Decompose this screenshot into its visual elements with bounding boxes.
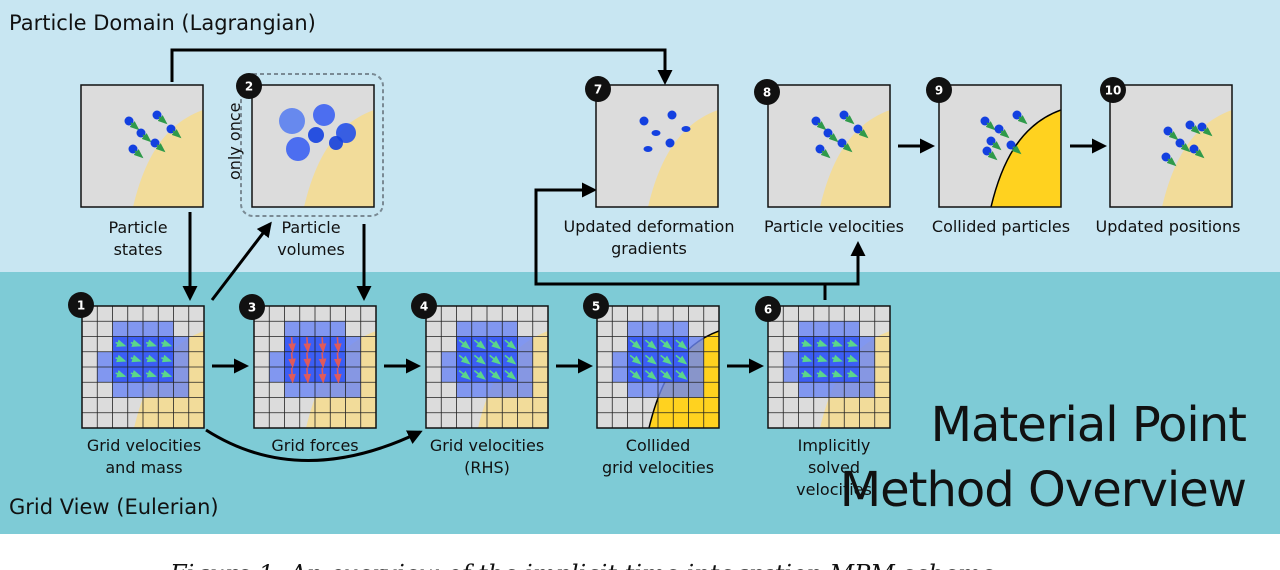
svg-text:4: 4 (420, 300, 428, 314)
label-line: grid velocities (602, 458, 714, 477)
connector-arrows (170, 48, 1107, 462)
label-line: Implicitly (798, 436, 871, 455)
label-line: Collided particles (932, 217, 1070, 236)
step-2-badge: 2 (236, 73, 262, 99)
svg-text:5: 5 (592, 300, 600, 314)
label-line: gradients (611, 239, 687, 258)
label-line: solved (808, 458, 860, 477)
arrow-implicit-to-velocities (825, 241, 866, 286)
particle (665, 138, 675, 148)
title-line-2: Method Overview (840, 462, 1246, 518)
step-8-panel (767, 84, 891, 208)
arrow-grid1-curve-to-rhs (205, 428, 423, 462)
step-3-panel (253, 305, 377, 429)
boundary-region (648, 110, 718, 207)
steps-8-label: Collided particles (932, 217, 1070, 236)
steps-1-label: Particle volumes (277, 218, 345, 259)
initial-panel (80, 84, 204, 208)
particle-domain-title: Particle Domain (Lagrangian) (9, 11, 316, 35)
initial-label: Particle states (108, 218, 167, 259)
step-2-panel (251, 84, 375, 208)
svg-text:3: 3 (248, 301, 256, 315)
svg-text:9: 9 (935, 84, 943, 98)
label-line: states (114, 240, 163, 259)
label-line: Particle velocities (764, 217, 904, 236)
boundary-region (820, 110, 890, 207)
steps-9-label: Updated positions (1096, 217, 1241, 236)
boundary-region (1162, 110, 1232, 207)
step-5-badge: 5 (583, 293, 609, 319)
steps-6-label: Updated deformation gradients (564, 217, 735, 258)
label-line: Updated positions (1096, 217, 1241, 236)
label-line: velocities (796, 480, 872, 499)
label-line: Grid velocities (430, 436, 544, 455)
boundary-region (991, 110, 1061, 207)
steps-7-label: Particle velocities (764, 217, 904, 236)
particle (667, 110, 677, 120)
step-3-badge: 3 (239, 294, 265, 320)
particle (639, 116, 649, 126)
svg-text:2: 2 (245, 80, 253, 94)
step-9-panel (938, 84, 1062, 208)
step-1-panel (81, 305, 205, 429)
arrow-states-to-step7 (170, 48, 673, 85)
particle (643, 146, 653, 152)
steps-4-label: Collided grid velocities (602, 436, 714, 477)
step-9-badge: 9 (926, 77, 952, 103)
step-5-panel (596, 305, 720, 429)
step-4-badge: 4 (411, 293, 437, 319)
only-once-box (240, 73, 384, 217)
particle (651, 130, 661, 136)
step-6-panel (767, 305, 891, 429)
step-1-badge: 1 (68, 292, 94, 318)
label-line: Collided (626, 436, 690, 455)
step-8-badge: 8 (754, 79, 780, 105)
svg-text:1: 1 (77, 299, 85, 313)
boundary-region (304, 110, 374, 207)
label-line: volumes (277, 240, 345, 259)
svg-text:10: 10 (1105, 84, 1122, 98)
boundary-region (133, 110, 203, 207)
svg-text:8: 8 (763, 86, 771, 100)
label-line: (RHS) (464, 458, 510, 477)
label-line: Updated deformation (564, 217, 735, 236)
label-line: Grid forces (271, 436, 358, 455)
step-10-panel (1109, 84, 1233, 208)
figure-caption: Figure 1: An overview of the implicit ti… (169, 560, 1002, 570)
steps-2-label: Grid forces (271, 436, 358, 455)
arrow-implicit-to-deformation (534, 182, 827, 300)
label-line: Grid velocities (87, 436, 201, 455)
steps-3-label: Grid velocities (RHS) (430, 436, 544, 477)
particle (681, 126, 691, 132)
step-6-badge: 6 (755, 296, 781, 322)
step-4-panel (425, 305, 549, 429)
svg-text:7: 7 (594, 83, 602, 97)
label-line: Particle (281, 218, 340, 237)
title-line-1: Material Point (931, 397, 1247, 453)
label-line: and mass (105, 458, 182, 477)
only-once-label: only once (225, 103, 244, 181)
svg-text:6: 6 (764, 303, 772, 317)
label-line: Particle (108, 218, 167, 237)
steps-0-label: Grid velocities and mass (87, 436, 201, 477)
arrow-grid1-to-volumes (210, 221, 272, 301)
grid-view-title: Grid View (Eulerian) (9, 495, 219, 519)
step-10-badge: 10 (1100, 77, 1126, 103)
step-7-panel (595, 84, 719, 208)
steps-5-label: Implicitly solved velocities (796, 436, 872, 499)
step-7-badge: 7 (585, 76, 611, 102)
